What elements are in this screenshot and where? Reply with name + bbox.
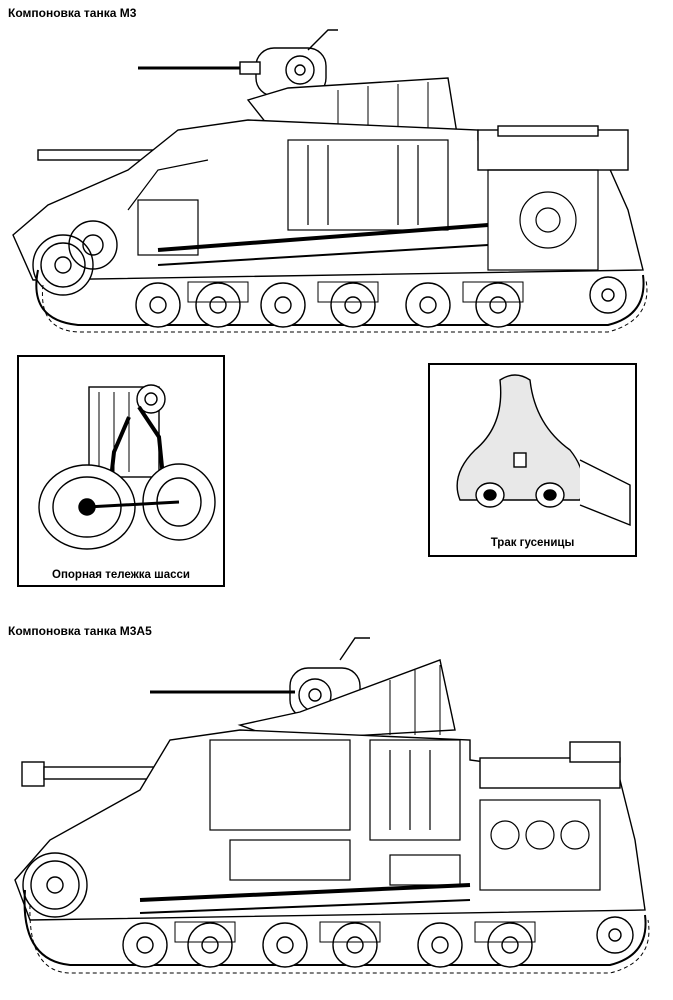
top-figure-caption: Компоновка танка М3: [8, 6, 137, 20]
bogie-label: Опорная тележка шасси: [52, 569, 190, 581]
track-link-label: Трак гусеницы: [490, 537, 575, 549]
bottom-figure-caption: Компоновка танка М3А5: [8, 624, 152, 638]
track-link-inset: Трак гусеницы: [428, 363, 637, 557]
track-link-drawing: [456, 374, 631, 527]
m3a5-drive-sprocket: [22, 852, 88, 918]
m3a5-road-wheels: [122, 922, 533, 968]
m3-track: [35, 269, 645, 326]
m3a5-track: [23, 889, 647, 966]
bogie-drawing: [38, 384, 216, 550]
tank-m3-cutaway-drawing: [12, 29, 648, 333]
bogie-inset: Опорная тележка шасси: [17, 355, 225, 587]
m3-drive-sprocket: [32, 234, 94, 296]
m3-road-wheels: [135, 282, 521, 328]
m3-cupola: [138, 29, 338, 97]
tank-m3a5-cutaway-drawing: [14, 637, 650, 974]
